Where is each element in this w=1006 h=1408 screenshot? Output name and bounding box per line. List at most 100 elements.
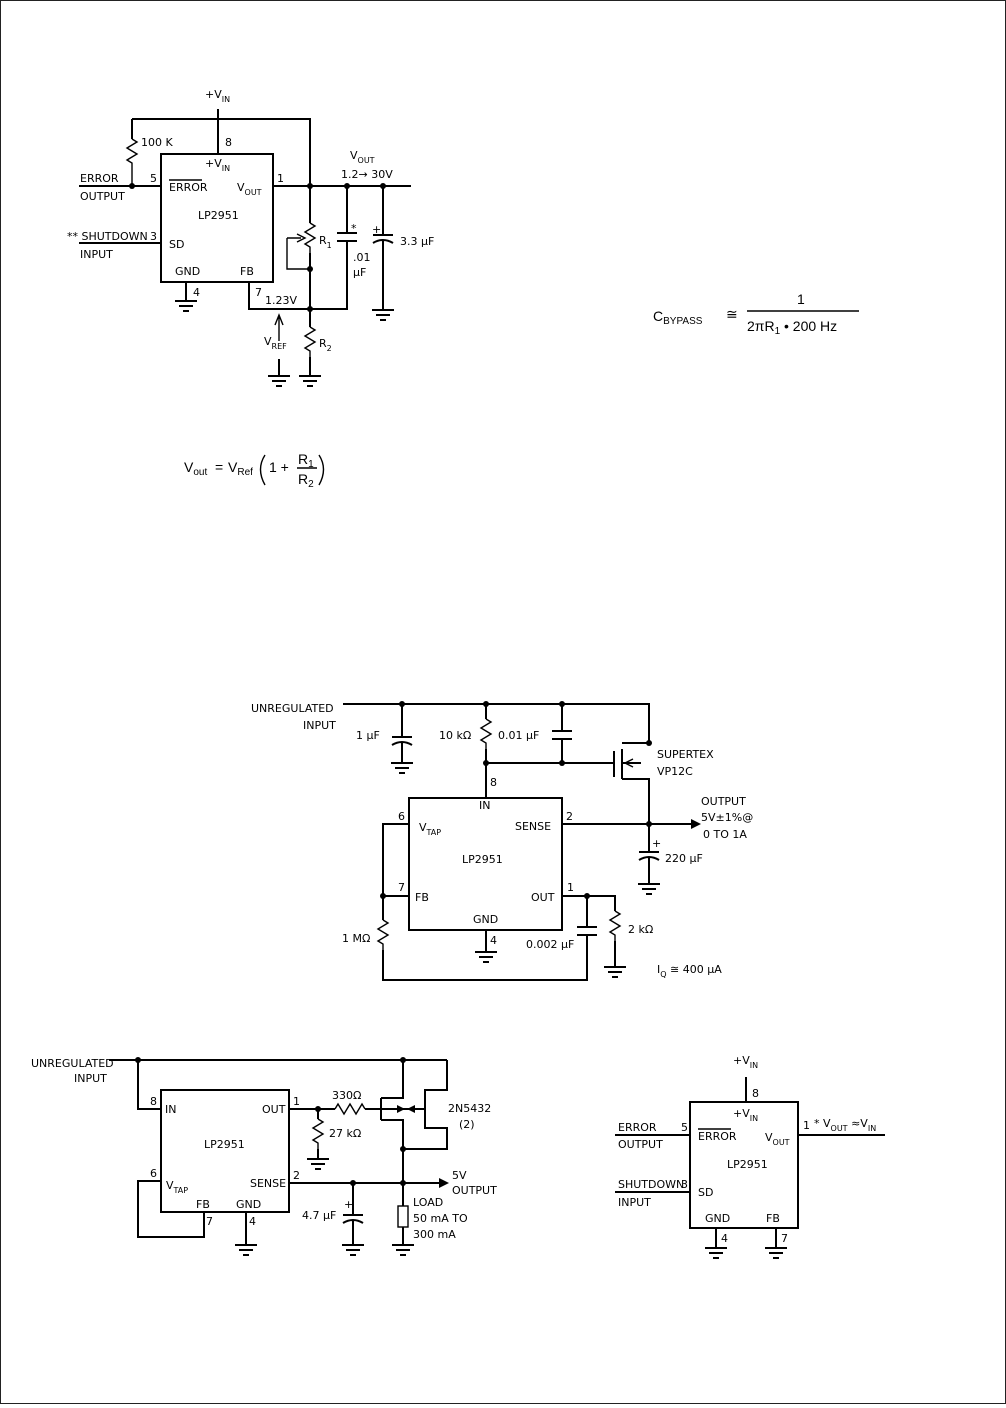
output-label-3: 0 TO 1A [703,828,747,841]
shutdown-input-label-1: ** SHUTDOWN [67,230,148,243]
unregulated-label-1: UNREGULATED [251,702,334,715]
pin-4-label: 4 [193,286,200,299]
pin-1-label-2: 1 [567,881,574,894]
error-output-label-1: ERROR [80,172,119,185]
unregulated-label-2: INPUT [303,719,336,732]
error-output-label-2: OUTPUT [80,190,125,203]
pin-2-label-3: 2 [293,1169,300,1182]
pin-6-label-3: 6 [150,1167,157,1180]
pin-4-label-4: 4 [721,1232,728,1245]
chip-part-label-4: LP2951 [727,1158,768,1171]
pin-8-label-4: 8 [752,1087,759,1100]
pin-4-label-3: 4 [249,1215,256,1228]
error-output-label-1-4: ERROR [618,1121,657,1134]
svg-text:1: 1 [797,291,805,307]
svg-text:1 +: 1 + [269,459,289,475]
chip-fb-label-3: FB [196,1198,210,1211]
output-cap-label: 220 μF [665,852,703,865]
r2-label: R2 [319,337,332,353]
svg-text:≅: ≅ [726,306,738,322]
chip-in-label-3: IN [165,1103,176,1116]
load-label-1: LOAD [413,1196,443,1209]
output-label-1: OUTPUT [701,795,746,808]
pin-7-label: 7 [255,286,262,299]
vin-label-4: +VIN [733,1054,758,1070]
pin-1-label: 1 [277,172,284,185]
cap47-plus: + [344,1198,353,1211]
chip-part-label-2: LP2951 [462,853,503,866]
jfet-label-2: (2) [459,1118,475,1131]
r27k-label: 27 kΩ [329,1127,361,1140]
pin-2-label: 2 [566,810,573,823]
input-cap-label: 1 μF [356,729,380,742]
chip-fb-label-4: FB [766,1212,780,1225]
bypass-cap-value-2: μF [353,266,366,279]
r330-label: 330Ω [332,1089,361,1102]
cap47-label: 4.7 μF [302,1209,336,1222]
adjustable-regulator-circuit: +VIN 100 K 8 +VIN ERROR VOUT LP2951 SD G… [67,88,434,387]
vref-voltage-label: 1.23V [265,294,297,307]
chip-gnd-label-2: GND [473,913,498,926]
pin-3-label: 3 [150,230,157,243]
pin-7-label-3: 7 [206,1215,213,1228]
svg-text:VRef: VRef [228,459,253,478]
chip-part-label: LP2951 [198,209,239,222]
output-cap-label: 3.3 μF [400,235,434,248]
jfet-label-1: 2N5432 [448,1102,491,1115]
pin-1-label-4: 1 [803,1119,810,1132]
svg-text:R1: R1 [298,451,314,470]
load-label-2: 50 mA TO [413,1212,468,1225]
svg-text:Vout: Vout [184,459,207,478]
pin-6-label: 6 [398,810,405,823]
fixed-regulator-circuit: +VIN 8 +VIN ERROR VOUT LP2951 SD GND FB … [615,1054,885,1259]
iq-label: IQ ≅ 400 μA [657,963,722,979]
pin-7-label-2: 7 [398,881,405,894]
chip-sd-label: SD [169,238,184,251]
unregulated-label-1: UNREGULATED [31,1057,114,1070]
svg-text:CBYPASS: CBYPASS [653,308,703,327]
output-label-2: 5V±1%@ [701,811,753,824]
output-voltage-equation: Vout = VRef 1 + R1 R2 [184,451,325,490]
output-cap-plus: + [372,223,381,236]
chip-fb-label: FB [240,265,254,278]
c001-label: 0.01 μF [498,729,539,742]
vout-approx-label: * VOUT ≈VIN [814,1117,876,1133]
jfet-regulator-circuit: UNREGULATED INPUT 8 IN OUT LP2951 VTAP S… [31,1057,497,1256]
r1-label: R1 [319,234,332,250]
r1m-label: 1 MΩ [342,932,370,945]
shutdown-label-1-4: SHUTDOWN [618,1178,684,1191]
pin-3-label-4: 3 [681,1178,688,1191]
pin-5-label: 5 [150,172,157,185]
chip-gnd-label-4: GND [705,1212,730,1225]
lp2951-chip [160,153,274,283]
r2k-label: 2 kΩ [628,923,653,936]
unregulated-label-2: INPUT [74,1072,107,1085]
vout-range-label: 1.2→ 30V [341,168,393,181]
pfet-regulator-circuit: UNREGULATED INPUT 1 μF 10 kΩ 0.01 μF SUP… [251,701,753,981]
svg-text:=: = [215,459,223,475]
pin-4-label-2: 4 [490,934,497,947]
chip-gnd-label: GND [175,265,200,278]
error-output-label-2-4: OUTPUT [618,1138,663,1151]
chip-sense-label: SENSE [515,820,551,833]
bypass-cap-value-1: .01 [353,251,371,264]
svg-text:R2: R2 [298,471,314,490]
vin-label: +VIN [205,88,230,104]
chip-vout-label-4: VOUT [765,1131,790,1147]
chip-fb-label-2: FB [415,891,429,904]
pin-7-label-4: 7 [781,1232,788,1245]
chip-part-label-3: LP2951 [204,1138,245,1151]
output-cap-plus: + [652,837,661,850]
bypass-cap-star: * [351,222,357,235]
load-label-3: 300 mA [413,1228,456,1241]
shutdown-label-2-4: INPUT [618,1196,651,1209]
fet-label-2: VP12C [657,765,693,778]
pin-8-label: 8 [225,136,232,149]
c0002-label: 0.002 μF [526,938,574,951]
lp2951-chip-3 [160,1089,290,1213]
chip-out-label-2: OUT [531,891,555,904]
pullup-resistor-label: 100 K [141,136,173,149]
r10k-label: 10 kΩ [439,729,471,742]
